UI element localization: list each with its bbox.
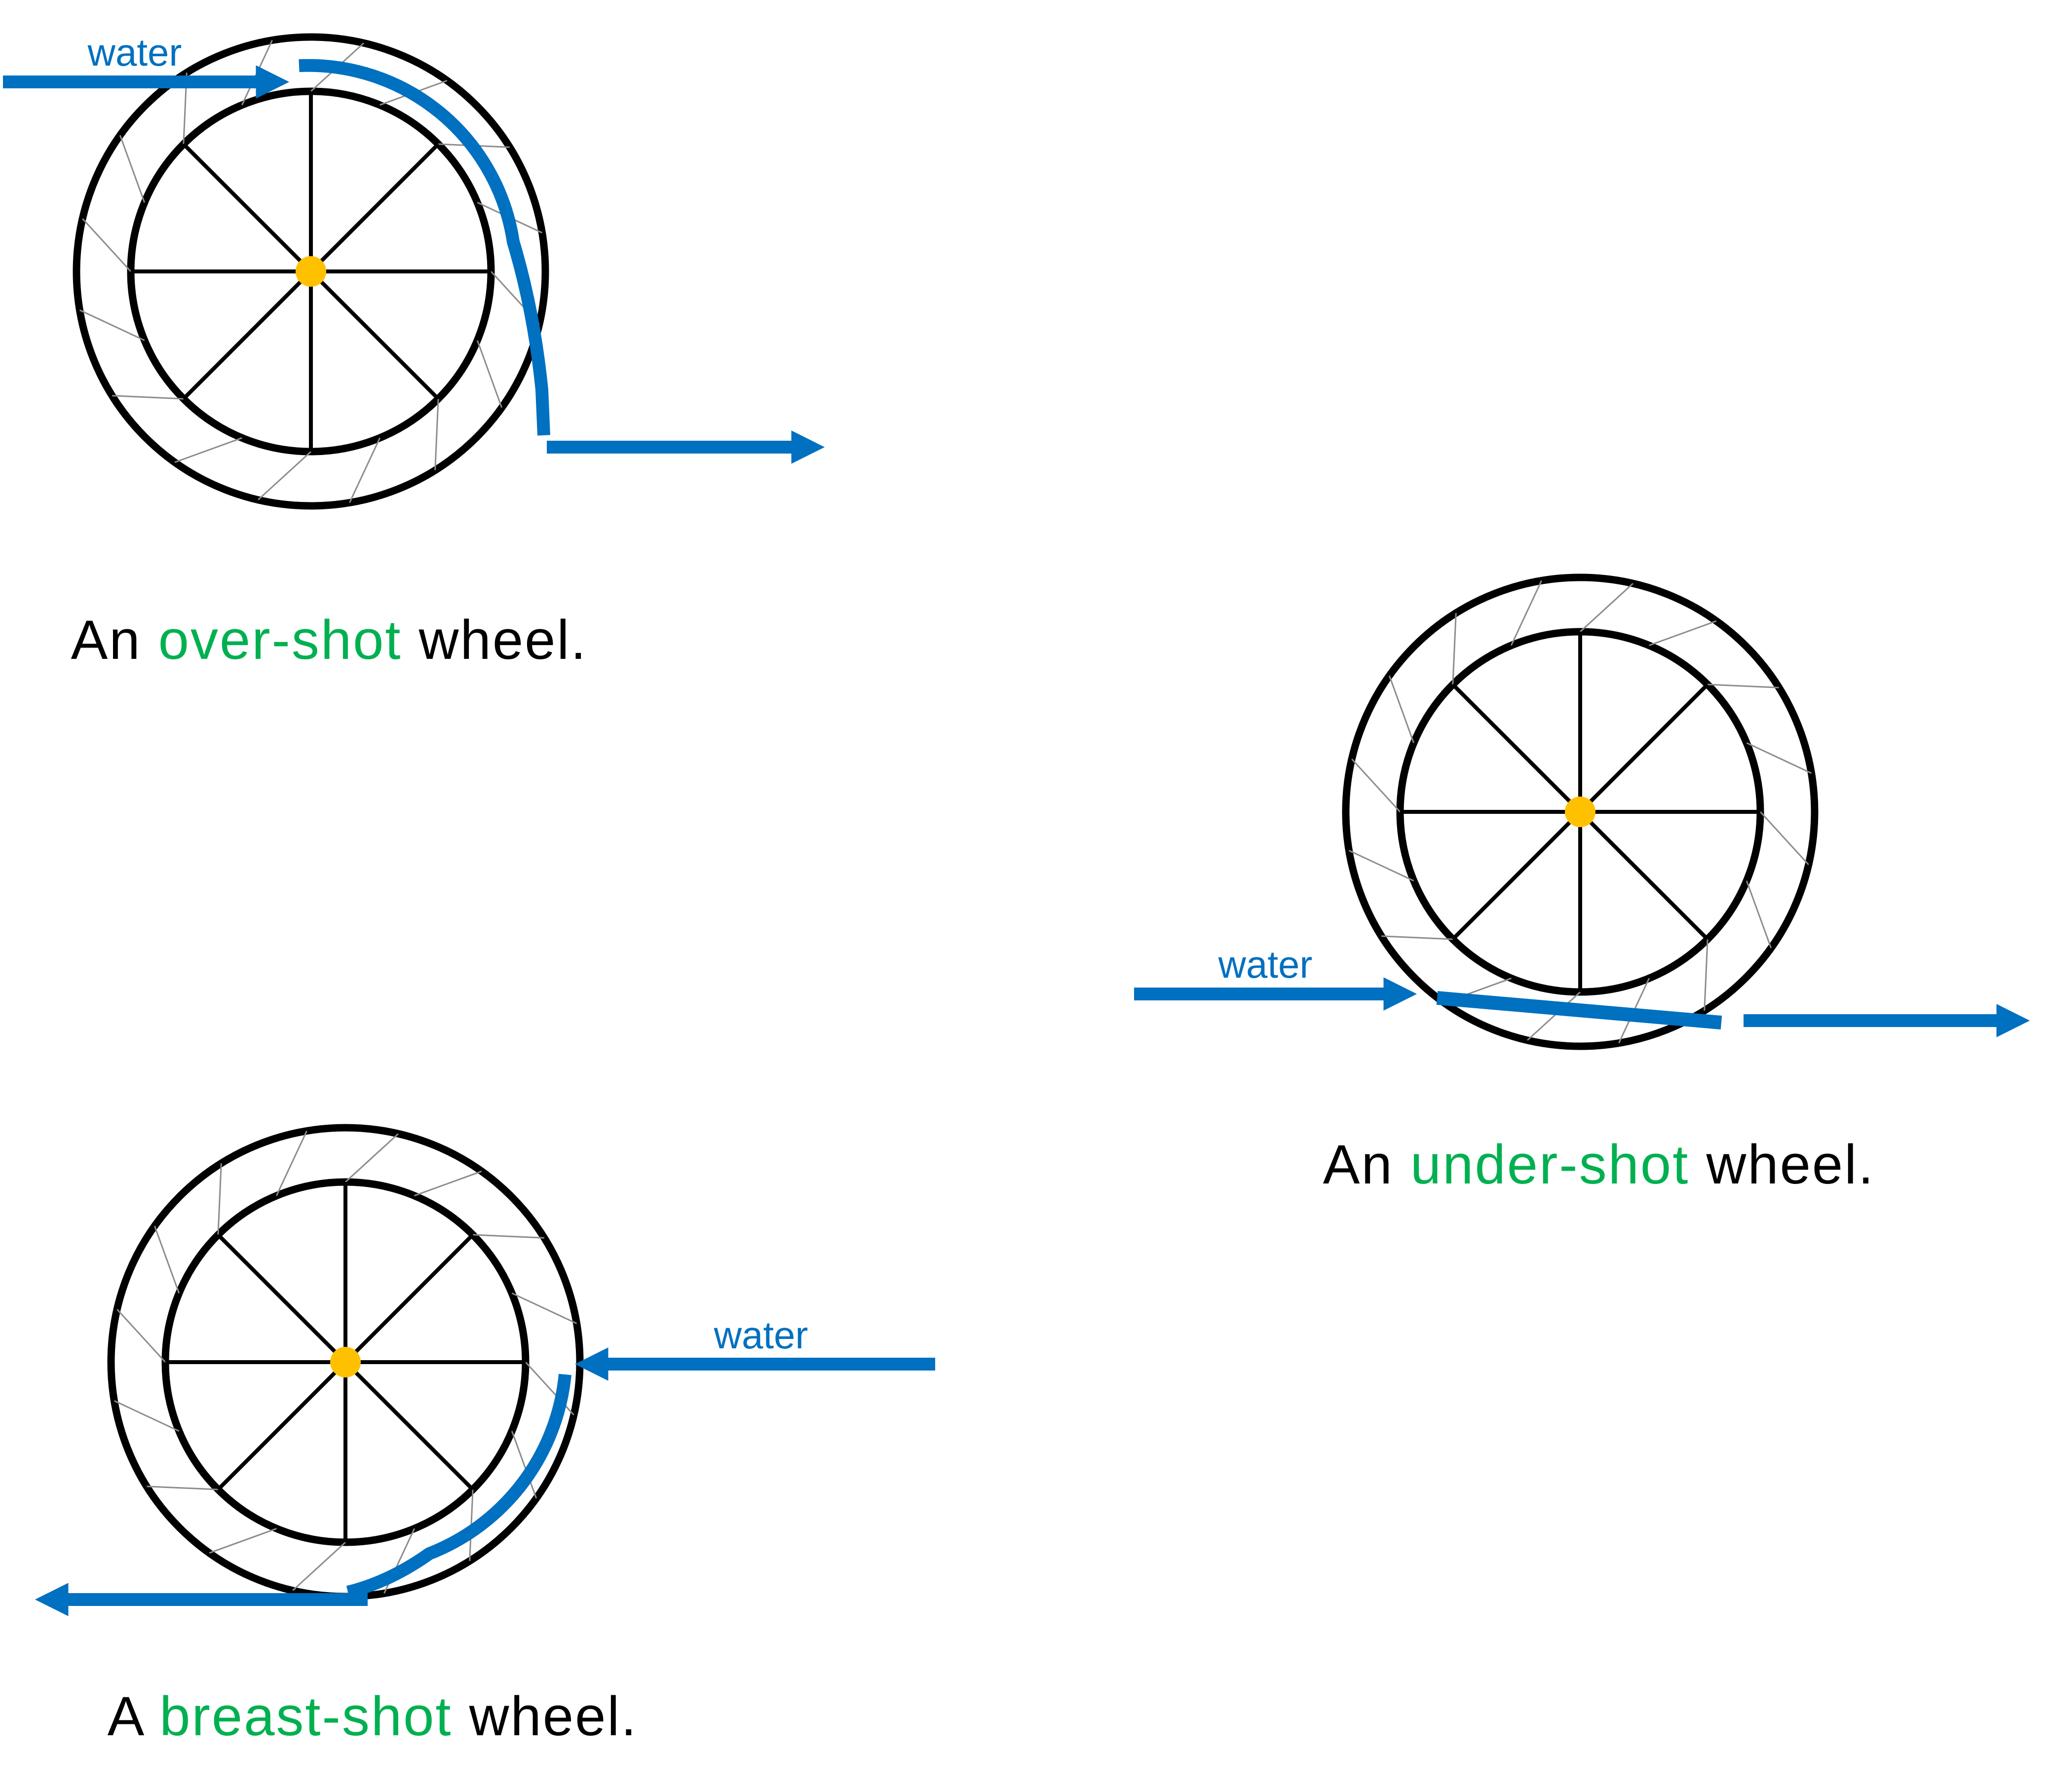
diagram-caption: An over-shot wheel. <box>71 609 588 671</box>
undershot-diagram: water An under-shot wheel. <box>1134 577 2030 1195</box>
water-over-wheel-curve <box>299 59 550 436</box>
water-flow-label: water <box>1218 943 1313 986</box>
water-around-wheel-curve <box>346 1373 571 1599</box>
water-under-wheel-line <box>1436 991 1722 1029</box>
breastshot-diagram: water A breast-shot wheel. <box>35 1128 935 1747</box>
water-wheel <box>1346 577 1815 1046</box>
water-flow-label: water <box>714 1313 808 1357</box>
water-wheel <box>76 37 545 506</box>
diagram-caption: A breast-shot wheel. <box>108 1685 638 1747</box>
water-flow-label: water <box>87 31 182 74</box>
diagram-caption: An under-shot wheel. <box>1323 1134 1875 1195</box>
water-wheel <box>111 1128 580 1597</box>
overshot-diagram: water An over-shot wheel. <box>3 31 825 671</box>
